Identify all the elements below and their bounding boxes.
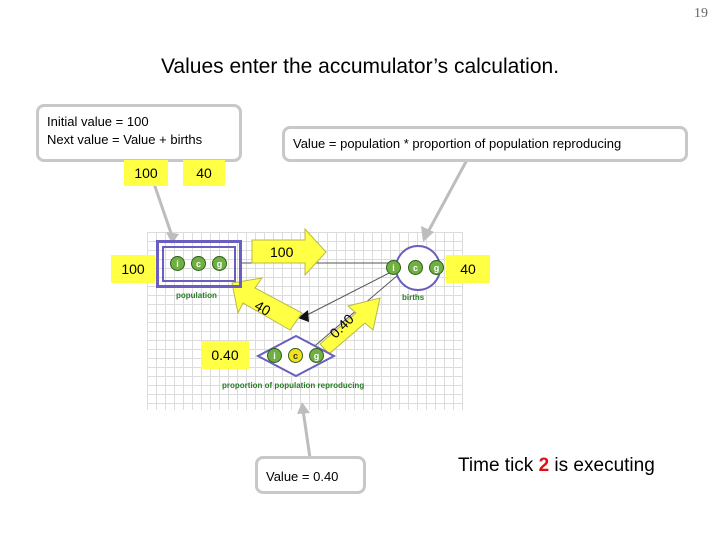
births-callout: Value = population * proportion of popul… — [282, 126, 688, 162]
status-prefix: Time tick — [458, 455, 539, 476]
callout-births-tag: 40 — [183, 160, 225, 186]
pointer-proportion-head — [297, 402, 310, 414]
time-tick-status: Time tick 2 is executing — [458, 455, 655, 477]
pointer-births-head — [421, 226, 434, 242]
population-callout-line1: Initial value = 100 — [47, 114, 149, 129]
population-value-tag: 100 — [111, 255, 155, 283]
pointer-proportion — [301, 409, 312, 459]
value-arrow-left — [231, 277, 303, 331]
inputs-icon[interactable]: i — [386, 260, 401, 275]
population-callout-line2: Next value = Value + births — [47, 132, 203, 147]
slide-title: Values enter the accumulator’s calculati… — [160, 55, 560, 78]
code-icon[interactable]: c — [191, 256, 206, 271]
graph-icon[interactable]: g — [309, 348, 324, 363]
flow-births-population — [304, 269, 396, 317]
flow-arrowhead — [298, 310, 309, 322]
slide-number: 19 — [694, 6, 708, 21]
proportion-callout: Value = 0.40 — [255, 456, 366, 494]
tick-number: 2 — [538, 455, 550, 476]
arrow-value-top: 100 — [270, 244, 294, 260]
status-suffix: is executing — [549, 455, 655, 476]
pointer-population-head — [166, 232, 179, 244]
proportion-formula: Value = 0.40 — [266, 469, 339, 484]
births-formula: Value = population * proportion of popul… — [293, 136, 622, 151]
births-value-tag: 40 — [446, 255, 490, 283]
flow-proportion-births — [309, 274, 399, 351]
population-node[interactable] — [156, 240, 242, 288]
callout-initial-tag: 100 — [124, 160, 168, 186]
population-label: population — [176, 291, 217, 300]
value-arrow-up — [319, 297, 381, 355]
pointer-births — [426, 157, 470, 233]
inputs-icon[interactable]: i — [170, 256, 185, 271]
proportion-value-tag: 0.40 — [201, 341, 249, 369]
inputs-icon[interactable]: i — [267, 348, 282, 363]
graph-icon[interactable]: g — [429, 260, 444, 275]
population-callout: Initial value = 100 Next value = Value +… — [36, 104, 242, 162]
graph-icon[interactable]: g — [212, 256, 227, 271]
value-arrow-right — [251, 227, 327, 277]
code-icon[interactable]: c — [408, 260, 423, 275]
births-label: births — [402, 293, 425, 302]
proportion-label: proportion of population reproducing — [222, 381, 365, 390]
code-icon[interactable]: c — [288, 348, 303, 363]
